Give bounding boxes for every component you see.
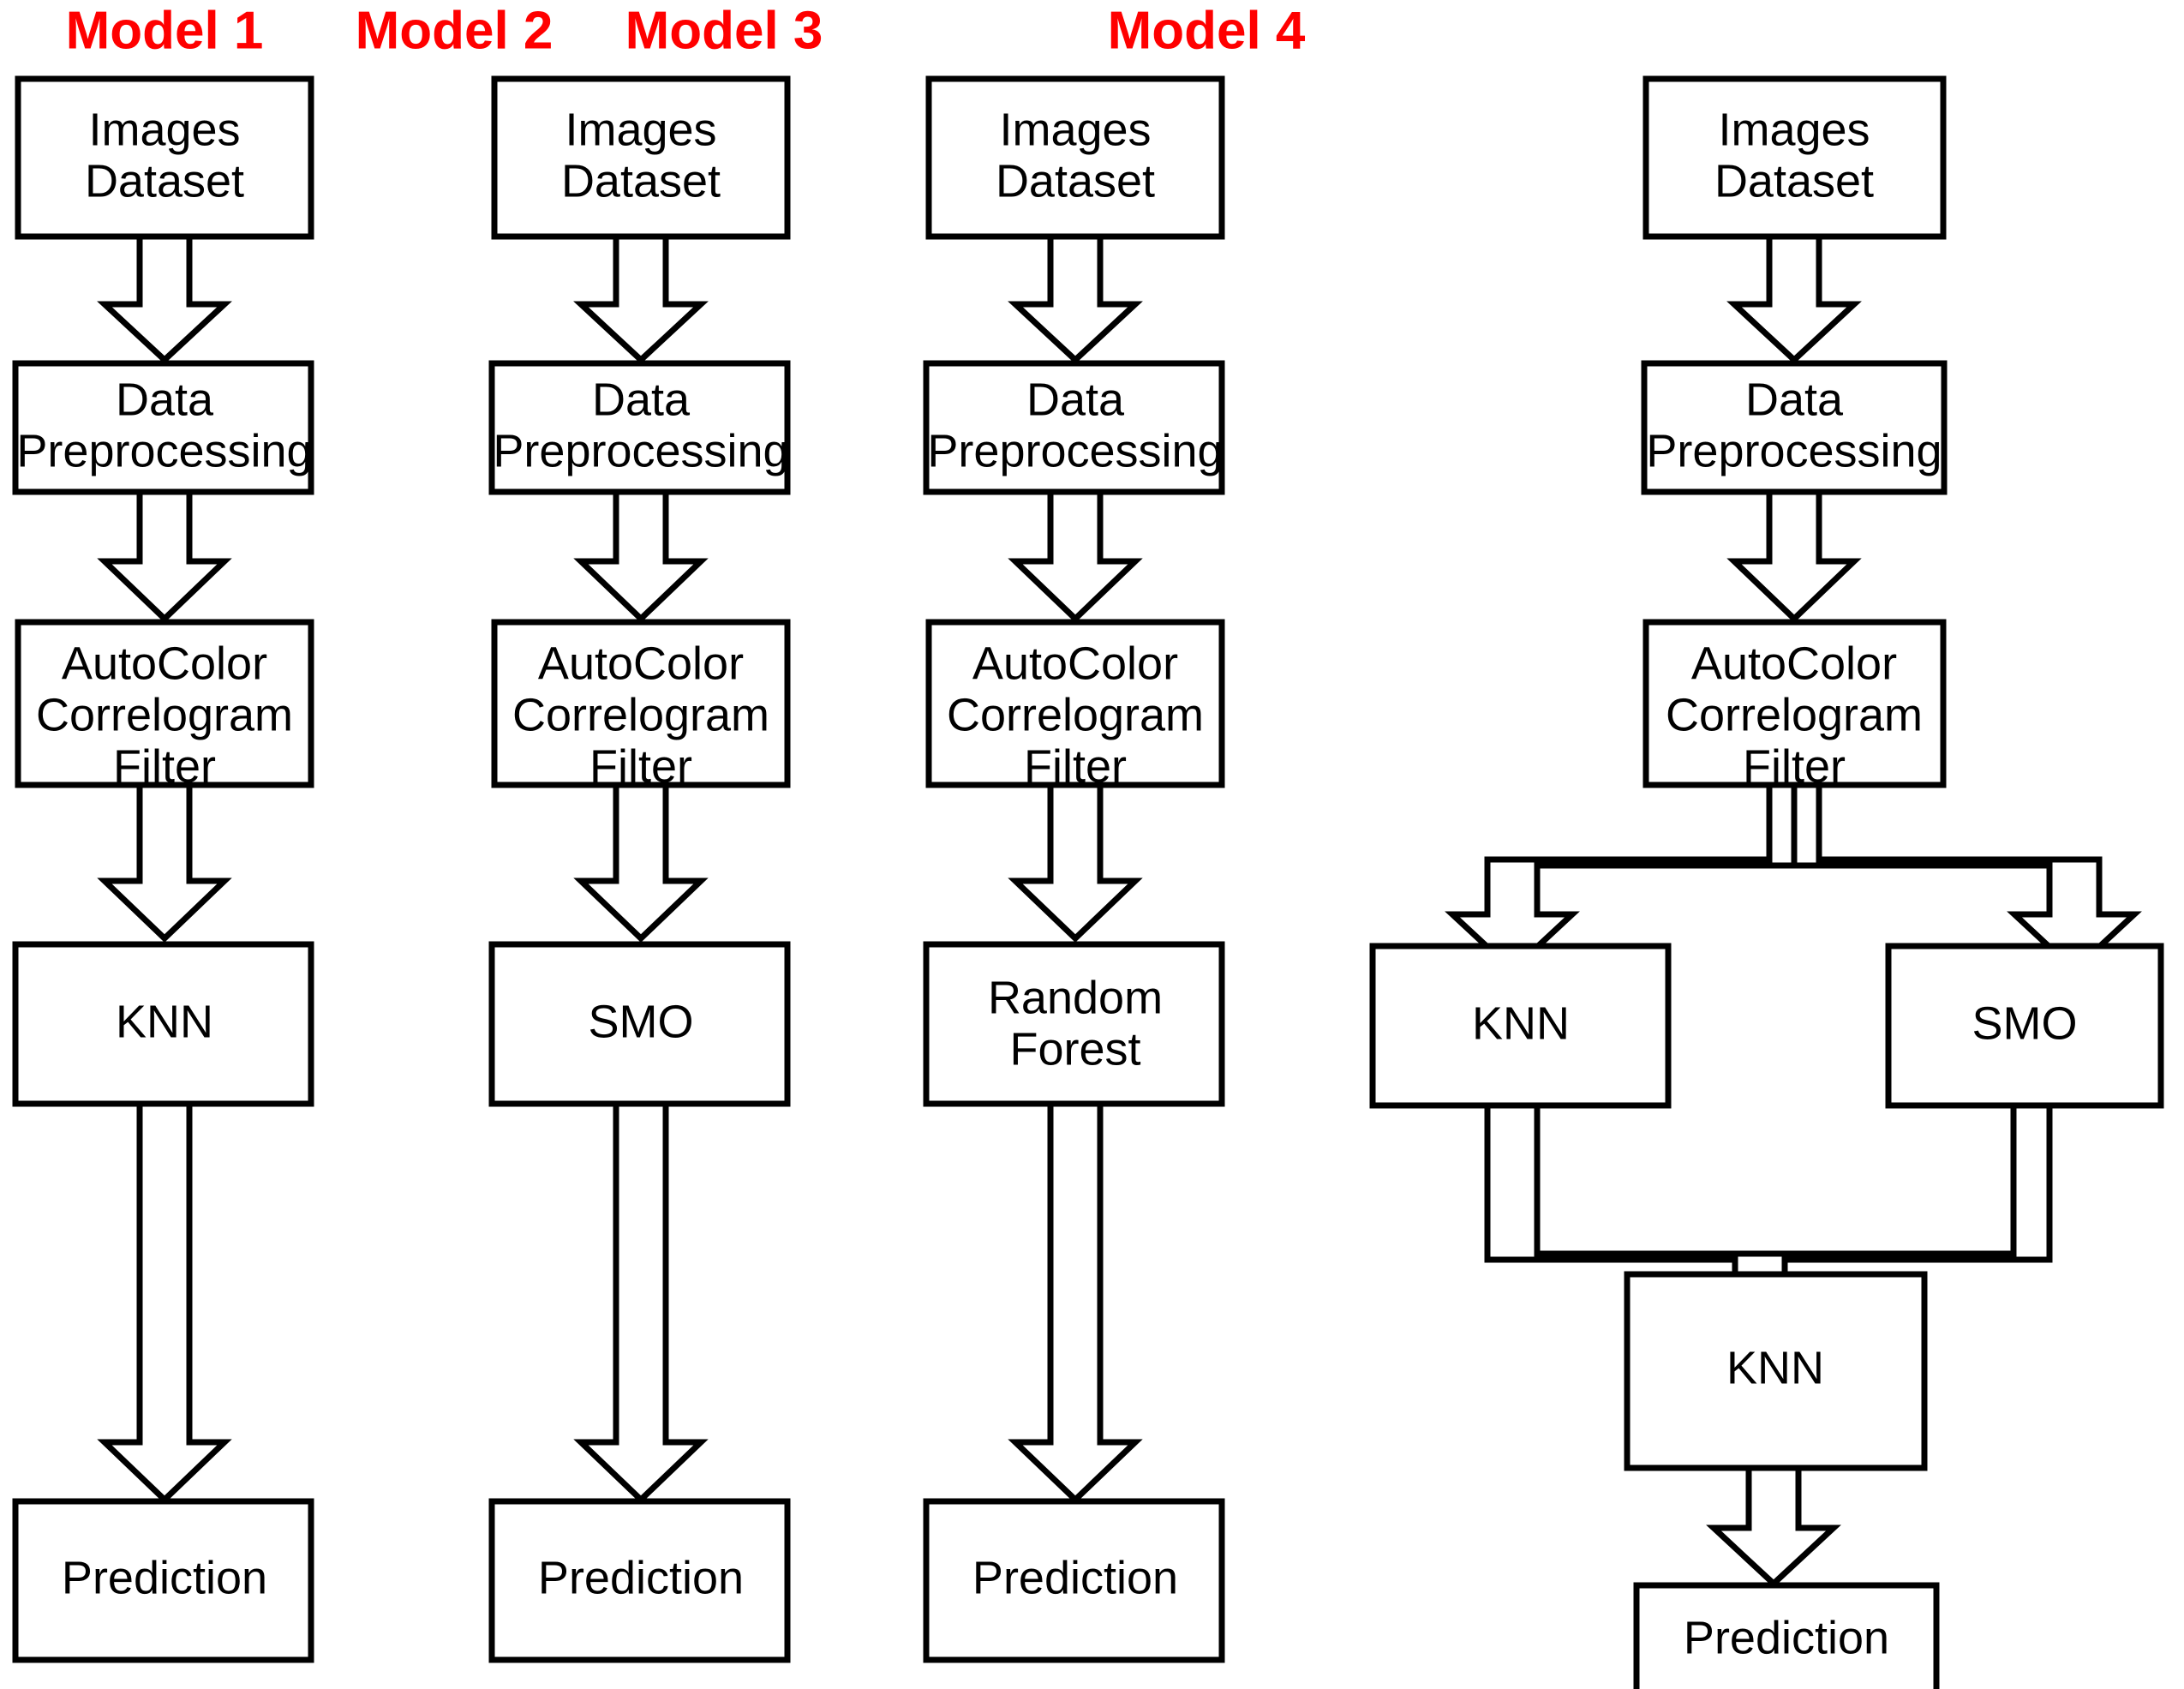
node-label-m4-images-dataset-line1: Images [1718,104,1870,155]
node-label-m2-prediction-line1: Prediction [538,1552,744,1603]
node-label-m1-autocolor-filter-line2: Correlogram [36,689,293,740]
node-m2-prediction [488,1498,791,1663]
node-m1-prediction [12,1498,314,1663]
arrow-m2-classifier-to-prediction [573,1100,709,1504]
node-label-m1-data-preprocessing-line2: Preprocessing [16,425,312,476]
column-model-1: Images Dataset Data Preprocessing AutoCo… [12,75,314,1663]
node-label-m4-autocolor-filter-line2: Correlogram [1666,689,1923,740]
node-label-m1-images-dataset-line2: Dataset [85,155,244,207]
arrow-m1-preprocessing-to-filter [97,488,232,623]
node-label-m2-images-dataset-line2: Dataset [561,155,721,207]
node-m3-classifier [923,941,1225,1107]
node-m4-branch-smo [1885,943,2164,1109]
node-label-m4-branch-knn-line1: KNN [1472,997,1570,1049]
arrow-m3-filter-to-classifier [1008,782,1143,943]
node-label-m2-autocolor-filter-line1: AutoColor [538,638,744,689]
node-label-m1-autocolor-filter-line1: AutoColor [62,638,267,689]
node-label-m3-images-dataset-line1: Images [999,104,1151,155]
node-label-m3-classifier-line2: Forest [1009,1023,1140,1075]
node-m1-images-dataset [15,75,314,240]
node-label-m4-branch-smo-line1: SMO [1972,997,2077,1049]
node-label-m2-autocolor-filter-line2: Correlogram [512,689,769,740]
node-m3-prediction [923,1498,1225,1663]
column-model-3: Images Dataset Data Preprocessing AutoCo… [923,75,1225,1663]
node-label-m3-classifier-line1: Random [988,972,1163,1023]
node-m4-branch-knn [1369,943,1672,1109]
arrow-m2-preprocessing-to-filter [573,488,709,623]
node-m4-prediction [1633,1582,1940,1689]
arrow-m3-classifier-to-prediction [1008,1100,1143,1504]
arrow-m4-images-to-preprocessing [1726,233,1862,364]
node-label-m1-prediction-line1: Prediction [62,1552,267,1603]
arrow-m2-filter-to-classifier [573,782,709,943]
node-label-m3-autocolor-filter-line2: Correlogram [947,689,1204,740]
column-title-model-4: Model 4 [1108,1,1306,60]
node-label-m2-data-preprocessing-line2: Preprocessing [493,425,788,476]
column-title-model-3: Model 3 [625,1,823,60]
node-m3-data-preprocessing [923,360,1225,495]
node-label-m1-images-dataset-line1: Images [88,104,240,155]
column-model-2: Images Dataset Data Preprocessing AutoCo… [488,75,791,1663]
node-label-m4-prediction-line1: Prediction [1684,1612,1889,1663]
arrow-m1-classifier-to-prediction [97,1100,232,1504]
node-label-m3-prediction-line1: Prediction [972,1552,1178,1603]
node-label-m1-classifier-line1: KNN [116,996,213,1047]
node-label-m3-images-dataset-line2: Dataset [996,155,1155,207]
node-label-m2-data-preprocessing-line1: Data [592,374,691,425]
node-label-m4-meta-knn-line1: KNN [1726,1342,1824,1393]
node-label-m4-data-preprocessing-line2: Preprocessing [1646,425,1942,476]
arrow-m1-images-to-preprocessing [97,233,232,364]
arrow-m3-preprocessing-to-filter [1008,488,1143,623]
node-label-m3-autocolor-filter-line1: AutoColor [972,638,1178,689]
node-m4-autocolor-filter [1642,619,1947,788]
node-label-m4-data-preprocessing-line1: Data [1745,374,1844,425]
column-model-4: Images Dataset Data Preprocessing AutoCo… [1369,75,2164,1689]
node-label-m3-data-preprocessing-line1: Data [1026,374,1125,425]
node-label-m3-data-preprocessing-line2: Preprocessing [927,425,1223,476]
arrow-m1-filter-to-classifier [97,782,232,943]
node-m2-autocolor-filter [491,619,791,788]
column-title-model-2: Model 2 [356,1,553,60]
arrow-m2-images-to-preprocessing [573,233,709,364]
node-m4-images-dataset [1642,75,1947,240]
arrow-m3-images-to-preprocessing [1008,233,1143,364]
node-m4-data-preprocessing [1641,360,1948,495]
node-m2-data-preprocessing [488,360,791,495]
node-m4-meta-knn [1624,1271,1928,1471]
arrow-m4-filter-to-branch-smo [1791,782,2142,974]
column-title-model-1: Model 1 [66,1,264,60]
arrow-m4-filter-to-branch-knn [1445,782,1798,974]
node-m3-autocolor-filter [925,619,1225,788]
arrow-m4-preprocessing-to-filter [1726,488,1862,623]
node-label-m4-autocolor-filter-line1: AutoColor [1691,638,1897,689]
node-label-m1-data-preprocessing-line1: Data [116,374,214,425]
node-label-m4-images-dataset-line2: Dataset [1714,155,1874,207]
node-label-m2-images-dataset-line1: Images [565,104,716,155]
arrow-m4-meta-knn-to-prediction [1706,1464,1841,1588]
node-label-m2-classifier-line1: SMO [588,996,693,1047]
